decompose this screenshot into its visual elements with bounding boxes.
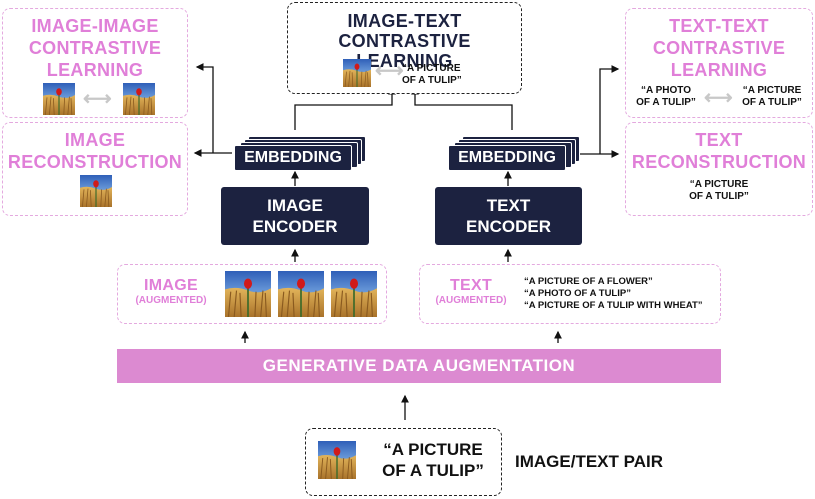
image-image-contrastive-box: IMAGE-IMAGE CONTRASTIVE LEARNING ⟷ [2, 8, 188, 118]
image-augmented-label: IMAGE (AUGMENTED) [126, 277, 216, 306]
title-line: RECONSTRUCTION [631, 152, 807, 172]
quote-line: “A PICTURE [383, 440, 483, 459]
text-embedding-label: EMBEDDING [458, 149, 556, 166]
tulip-image [225, 271, 271, 317]
text-encoder-block: TEXT ENCODER [435, 187, 582, 245]
text-augmented-label: TEXT (AUGMENTED) [426, 277, 516, 306]
embedding-layer [234, 145, 352, 171]
quote-line: OF A TULIP” [689, 191, 749, 202]
tulip-image [43, 83, 75, 115]
generative-data-augmentation-bar: GENERATIVE DATA AUGMENTATION [117, 349, 721, 383]
augmented-caption: “A PICTURE OF A TULIP WITH WHEAT” [524, 300, 703, 311]
double-arrow-icon: ⟷ [375, 60, 404, 82]
text-text-quote-a: “A PHOTO OF A TULIP” [630, 85, 702, 109]
text-text-contrastive-title: TEXT-TEXT CONTRASTIVE LEARNING [626, 15, 812, 81]
image-text-contrastive-box: IMAGE-TEXT CONTRASTIVE LEARNING ⟷ “A PIC… [287, 2, 522, 94]
title-line: IMAGE-IMAGE [31, 16, 159, 36]
title-line: IMAGE [64, 130, 126, 150]
double-arrow-icon: ⟷ [704, 87, 733, 109]
tulip-image [123, 83, 155, 115]
text-reconstruction-box: TEXT RECONSTRUCTION “A PICTURE OF A TULI… [625, 122, 813, 216]
image-text-pair-box: “A PICTURE OF A TULIP” [305, 428, 502, 496]
image-text-pair-label: IMAGE/TEXT PAIR [515, 452, 663, 471]
image-image-contrastive-title: IMAGE-IMAGE CONTRASTIVE LEARNING [3, 15, 187, 81]
quote-line: “A PICTURE [402, 63, 461, 74]
text-reconstruction-quote: “A PICTURE OF A TULIP” [626, 179, 812, 203]
quote-line: OF A TULIP” [382, 461, 484, 480]
title-line: CONTRASTIVE [652, 38, 786, 58]
text-reconstruction-title: TEXT RECONSTRUCTION [626, 129, 812, 173]
augmented-caption: “A PHOTO OF A TULIP” [524, 288, 631, 299]
quote-line: “A PHOTO [640, 85, 691, 96]
quote-line: OF A TULIP” [742, 97, 802, 108]
title-line: LEARNING [46, 60, 144, 80]
aug-subtitle: (AUGMENTED) [435, 295, 507, 306]
text-augmented-box: TEXT (AUGMENTED) “A PICTURE OF A FLOWER”… [419, 264, 721, 324]
quote-line: “A PICTURE [742, 85, 802, 96]
image-encoder-block: IMAGE ENCODER [221, 187, 369, 245]
title-line: LEARNING [670, 60, 768, 80]
augmented-caption-list: “A PICTURE OF A FLOWER” “A PHOTO OF A TU… [524, 276, 720, 312]
quote-line: OF A TULIP” [636, 97, 696, 108]
encoder-line: IMAGE [267, 196, 323, 215]
image-text-quote: “A PICTURE OF A TULIP” [402, 63, 492, 87]
title-line: CONTRASTIVE LEARNING [338, 31, 471, 71]
augmented-caption: “A PICTURE OF A FLOWER” [524, 276, 653, 287]
encoder-line: TEXT [486, 196, 531, 215]
title-line: TEXT-TEXT [669, 16, 769, 36]
text-text-quote-b: “A PICTURE OF A TULIP” [734, 85, 810, 109]
embedding-layer [448, 145, 566, 171]
quote-line: OF A TULIP” [402, 75, 462, 86]
title-line: IMAGE-TEXT [347, 11, 462, 31]
aug-subtitle: (AUGMENTED) [135, 295, 207, 306]
text-text-contrastive-box: TEXT-TEXT CONTRASTIVE LEARNING “A PHOTO … [625, 8, 813, 118]
tulip-image [343, 59, 371, 87]
encoder-line: ENCODER [465, 217, 551, 236]
tulip-image [318, 441, 356, 479]
title-line: TEXT [695, 130, 743, 150]
title-line: CONTRASTIVE [28, 38, 162, 58]
pair-quote: “A PICTURE OF A TULIP” [368, 439, 498, 481]
image-reconstruction-title: IMAGE RECONSTRUCTION [3, 129, 187, 173]
tulip-image [278, 271, 324, 317]
title-line: RECONSTRUCTION [7, 152, 183, 172]
tulip-image [80, 175, 112, 207]
encoder-line: ENCODER [252, 217, 338, 236]
quote-line: “A PICTURE [689, 179, 749, 190]
aug-title: IMAGE [144, 277, 198, 294]
aug-title: TEXT [449, 277, 493, 294]
image-embedding-label: EMBEDDING [244, 149, 342, 166]
tulip-image [331, 271, 377, 317]
text-embedding-stack: EMBEDDING [448, 136, 580, 172]
image-augmented-box: IMAGE (AUGMENTED) [117, 264, 387, 324]
image-reconstruction-box: IMAGE RECONSTRUCTION [2, 122, 188, 216]
image-embedding-stack: EMBEDDING [234, 136, 366, 172]
image-text-contrastive-title: IMAGE-TEXT CONTRASTIVE LEARNING [288, 11, 521, 71]
double-arrow-icon: ⟷ [83, 88, 112, 110]
